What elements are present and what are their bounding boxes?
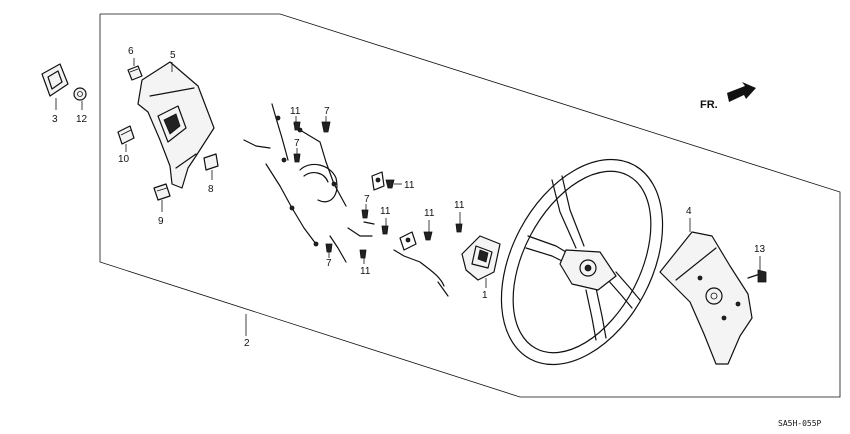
switch-wiring-harness xyxy=(243,103,449,297)
callout-6: 6 xyxy=(128,46,134,57)
clip-part-10 xyxy=(117,125,135,152)
callout-9: 9 xyxy=(158,216,164,227)
screw-part-13 xyxy=(747,256,767,283)
callout-7-a: 7 xyxy=(324,106,330,117)
clip-part-6 xyxy=(127,58,143,81)
callout-5: 5 xyxy=(170,50,176,61)
screws-11 xyxy=(293,116,463,264)
callout-7-b: 7 xyxy=(294,138,300,149)
callout-2: 2 xyxy=(244,338,250,349)
callout-8: 8 xyxy=(208,184,214,195)
callout-11-b: 11 xyxy=(404,180,415,191)
clip-part-8 xyxy=(203,153,219,180)
callout-7-d: 7 xyxy=(326,258,332,269)
callout-7-c: 7 xyxy=(364,194,370,205)
callout-11-d: 11 xyxy=(424,208,435,219)
callout-11-a: 11 xyxy=(290,106,301,117)
callout-11-e: 11 xyxy=(454,200,465,211)
callout-10: 10 xyxy=(118,154,130,165)
rear-cover-part xyxy=(659,218,753,365)
nut-part xyxy=(73,87,87,110)
callout-3: 3 xyxy=(52,114,58,125)
front-direction-arrow: FR. xyxy=(700,82,756,111)
callout-1: 1 xyxy=(482,290,488,301)
clip-part-9 xyxy=(153,183,171,212)
callout-4: 4 xyxy=(686,206,692,217)
callout-12: 12 xyxy=(76,114,88,125)
callout-11-c: 11 xyxy=(380,206,391,217)
steering-wheel xyxy=(500,158,664,366)
assembly-boundary xyxy=(99,13,841,398)
callout-labels: 3 12 6 5 10 8 9 2 11 7 7 11 7 11 11 11 7… xyxy=(52,46,766,349)
screws-7 xyxy=(293,116,369,258)
emblem-part xyxy=(41,63,69,110)
front-direction-label: FR. xyxy=(700,99,718,111)
horn-pad-part xyxy=(137,61,215,189)
drawing-code: SA5H-055P xyxy=(778,419,822,428)
callout-11-f: 11 xyxy=(360,266,371,277)
cable-reel-part xyxy=(461,235,501,288)
callout-13: 13 xyxy=(754,244,766,255)
